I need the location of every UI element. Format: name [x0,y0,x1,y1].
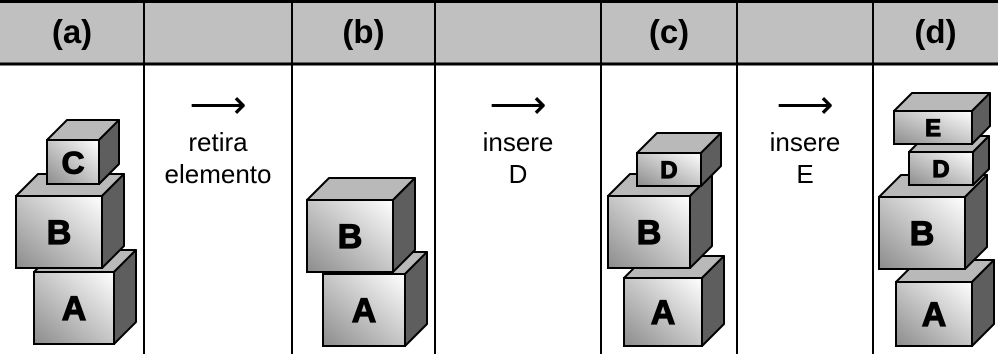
header-blank-2 [435,0,601,64]
header-blank-1 [144,0,292,64]
block-b: B [306,177,416,273]
block-front-face [15,195,103,269]
block-front-face [895,281,973,347]
block-front-face [636,152,702,187]
block-label: B [910,215,935,253]
header-b: (b) [342,13,385,50]
block-label: E [925,115,941,142]
block-label: A [352,292,377,330]
block-label: D [932,156,949,183]
operation-remove: ⟶ retira elemento [144,84,292,190]
operation-line: D [508,159,528,189]
header-a: (a) [51,13,93,50]
operation-line: E [796,159,814,189]
block-label: A [922,296,947,334]
block-b: B [15,173,125,269]
block-d: D [636,132,722,187]
block-label: B [47,214,72,252]
operation-line: retira [188,127,248,157]
block-front-face [908,151,974,186]
block-e: E [893,92,991,145]
operation-line: insere [482,127,554,157]
stack-1: ABC [15,119,137,345]
block-front-face [607,195,691,269]
operation-line: insere [769,127,841,157]
block-b: B [878,174,988,270]
block-b: B [607,173,713,269]
right-arrow-icon: ⟶ [776,83,834,127]
block-front-face [623,277,703,347]
stack-4: A B DE [878,92,995,347]
stack-2: AB [306,177,428,347]
block-front-face [322,273,406,347]
block-a: A [623,255,725,347]
header-blank-3 [737,0,873,64]
block-label: A [651,294,676,332]
block-front-face [893,110,973,145]
block-label: C [62,144,85,180]
block-a: A [322,251,428,347]
header-band [0,0,998,64]
block-label: D [660,157,677,184]
block-front-face [878,196,966,270]
block-front-face [306,199,394,273]
operation-insert-d: ⟶ insere D [435,84,601,190]
block-a: A [895,259,995,347]
block-label: A [62,290,87,328]
block-label: B [637,214,662,252]
operation-line: elemento [164,159,272,189]
header-d: (d) [914,13,957,50]
block-label: B [338,218,363,256]
block-front-face [33,271,115,345]
operation-insert-e: ⟶ insere E [737,84,873,190]
header-c: (c) [648,13,690,50]
stack-3: A B D [607,132,725,347]
right-arrow-icon: ⟶ [189,83,247,127]
right-arrow-icon: ⟶ [489,83,547,127]
block-front-face [46,139,100,185]
block-c: C [46,119,120,185]
